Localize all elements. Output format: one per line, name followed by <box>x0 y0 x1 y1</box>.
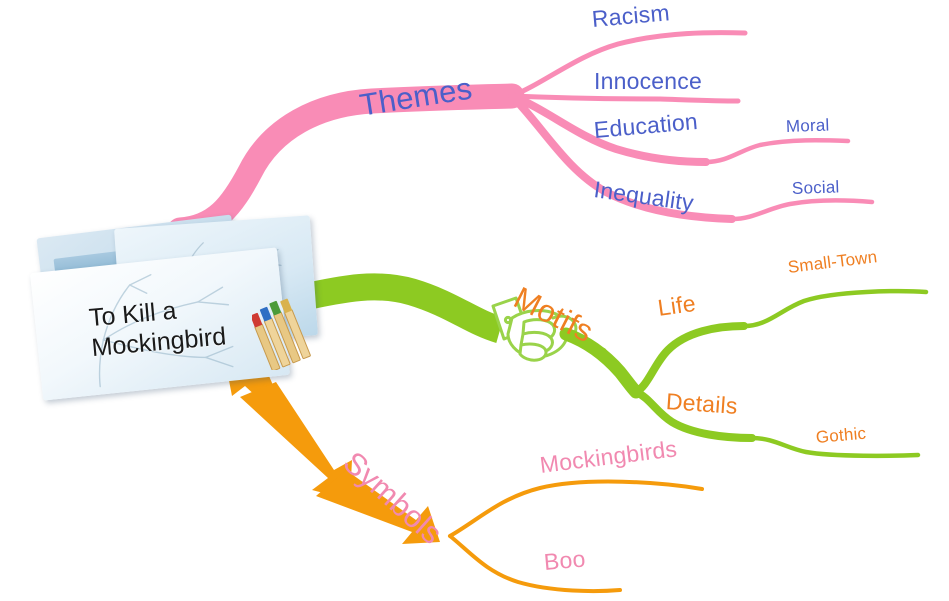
node-label-boo[interactable]: Boo <box>542 545 587 575</box>
hand-holding-branch-icon <box>491 296 622 374</box>
branch-stroke-life <box>632 322 748 396</box>
branch-stroke-motifs-tail <box>559 327 643 399</box>
paper-sheet-front <box>29 247 291 401</box>
node-label-social[interactable]: Social <box>791 177 840 198</box>
node-label-innocence[interactable]: Innocence <box>594 68 702 94</box>
node-label-life[interactable]: Life <box>656 289 698 321</box>
sketch-lines-icon <box>98 273 234 388</box>
branch-stroke-racism <box>509 30 748 99</box>
branch-stroke-details <box>632 388 756 442</box>
branch-stroke-inequality <box>508 92 736 223</box>
branch-stroke-small-town <box>741 288 929 329</box>
branch-stroke-boo <box>448 534 622 594</box>
branch-stroke-gothic <box>749 435 921 459</box>
node-label-details[interactable]: Details <box>665 388 739 419</box>
colored-pencils-icon <box>252 298 311 370</box>
central-node[interactable]: To Kill a Mockingbird <box>8 214 328 401</box>
branch-stroke-innocence <box>509 93 741 104</box>
node-label-moral[interactable]: Moral <box>785 115 830 136</box>
branch-stroke-social <box>729 198 875 222</box>
branch-stroke-motifs <box>297 273 505 343</box>
branch-stroke-moral <box>703 137 851 165</box>
branch-stroke-mockingbirds <box>448 479 704 538</box>
branch-stroke-themes <box>167 83 525 243</box>
branch-stroke-education <box>508 92 710 166</box>
